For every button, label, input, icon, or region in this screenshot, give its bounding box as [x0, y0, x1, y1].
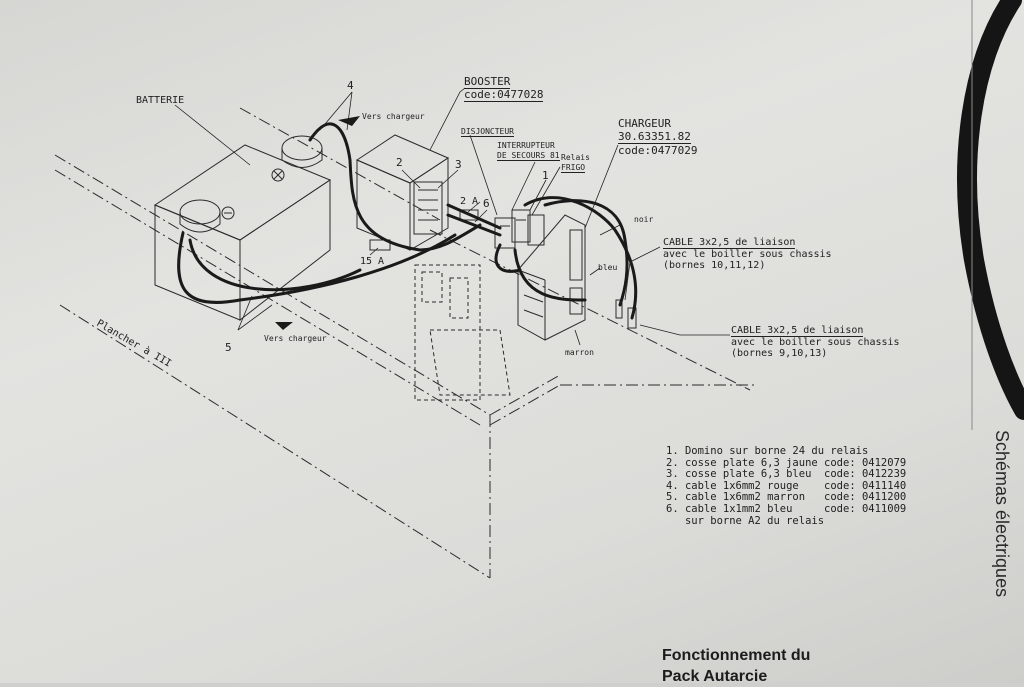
pointer-lines [174, 87, 730, 346]
legend-item: 6. cable 1x1mm2 bleu code: 0411009 [666, 502, 907, 515]
section-heading-line-1: Fonctionnement du [662, 647, 811, 664]
battery-outline [153, 135, 332, 322]
vers-chargeur-bottom: Vers chargeur [264, 334, 327, 343]
booster-code: code:0477028 [464, 88, 544, 102]
cable-1-terminals: (bornes 10,11,12) [663, 260, 766, 271]
interrupteur-label-2: DE SECOURS 81 [497, 151, 560, 161]
legend-item: 3. cosse plate 6,3 bleu code: 0412239 [666, 468, 907, 481]
cabinet-outline [414, 264, 511, 401]
wires [177, 122, 638, 320]
callout-4: 4 [347, 79, 354, 92]
booster-outline [355, 134, 450, 251]
battery-label: BATTERIE [136, 95, 185, 106]
floor-outline [54, 107, 755, 579]
charger-outline [517, 214, 586, 341]
wire-color-marron: marron [565, 348, 594, 357]
fuse-2a-label: 2 A [460, 196, 479, 207]
cable-2-desc: avec le boiller sous chassis [731, 337, 900, 348]
callout-2: 2 [396, 156, 403, 169]
callout-3: 3 [455, 158, 462, 171]
interrupteur-label-1: INTERRUPTEUR [497, 141, 555, 150]
wire-color-bleu: bleu [598, 263, 618, 272]
legend-item: 2. cosse plate 6,3 jaune code: 0412079 [666, 456, 907, 469]
legend-item: 5. cable 1x6mm2 marron code: 0411200 [666, 491, 907, 504]
charger-label: CHARGEUR [618, 117, 671, 130]
relais-label-2: FRIGO [561, 163, 586, 173]
booster-label: BOOSTER [464, 75, 511, 89]
fuse-15a-label: 15 A [360, 256, 385, 267]
cable-1-desc: avec le boiller sous chassis [663, 249, 832, 260]
callout-1: 1 [542, 169, 549, 182]
section-heading-line-2: Pack Autarcie [662, 668, 768, 685]
relais-label-1: Relais [561, 153, 590, 162]
foreground-cable [957, 0, 1024, 430]
cable-1-title: CABLE 3x2,5 de liaison [663, 237, 796, 249]
side-section-title: Schémas électriques [992, 430, 1012, 598]
callout-6: 6 [483, 197, 490, 210]
legend-item: 4. cable 1x6mm2 rouge code: 0411140 [666, 479, 907, 492]
vers-chargeur-top: Vers chargeur [362, 112, 425, 121]
callout-5: 5 [225, 341, 232, 354]
charger-code: code:0477029 [618, 144, 698, 157]
arrows [275, 116, 360, 330]
cable-2-terminals: (bornes 9,10,13) [731, 348, 828, 359]
cable-2-title: CABLE 3x2,5 de liaison [731, 325, 864, 337]
disjoncteur-label: DISJONCTEUR [461, 127, 514, 137]
section-heading: Fonctionnement du Pack Autarcie [662, 645, 922, 687]
wire-color-noir: noir [634, 215, 654, 224]
parts-legend: 1. Domino sur borne 24 du relais 2. coss… [666, 445, 907, 527]
legend-item: sur borne A2 du relais [666, 514, 825, 527]
legend-item: 1. Domino sur borne 24 du relais [666, 445, 869, 457]
relay-modules [494, 209, 545, 249]
charger-ref: 30.63351.82 [618, 130, 691, 144]
